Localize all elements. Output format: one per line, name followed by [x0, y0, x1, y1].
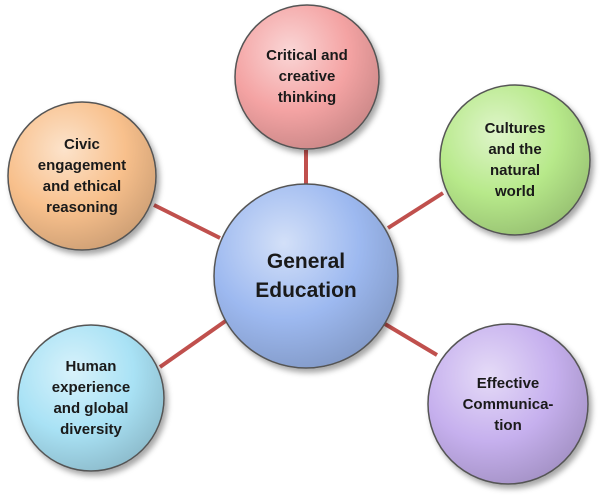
connector-cultures	[386, 191, 445, 230]
connector-civic	[153, 203, 221, 240]
node-critical	[234, 4, 380, 150]
center-node-center	[213, 183, 399, 369]
node-communication	[427, 323, 589, 485]
nodes	[7, 4, 591, 485]
node-cultures	[439, 84, 591, 236]
connectors	[153, 150, 445, 369]
connector-human	[158, 318, 229, 369]
node-civic	[7, 101, 157, 251]
connector-communication	[383, 322, 439, 357]
node-human	[17, 324, 165, 472]
